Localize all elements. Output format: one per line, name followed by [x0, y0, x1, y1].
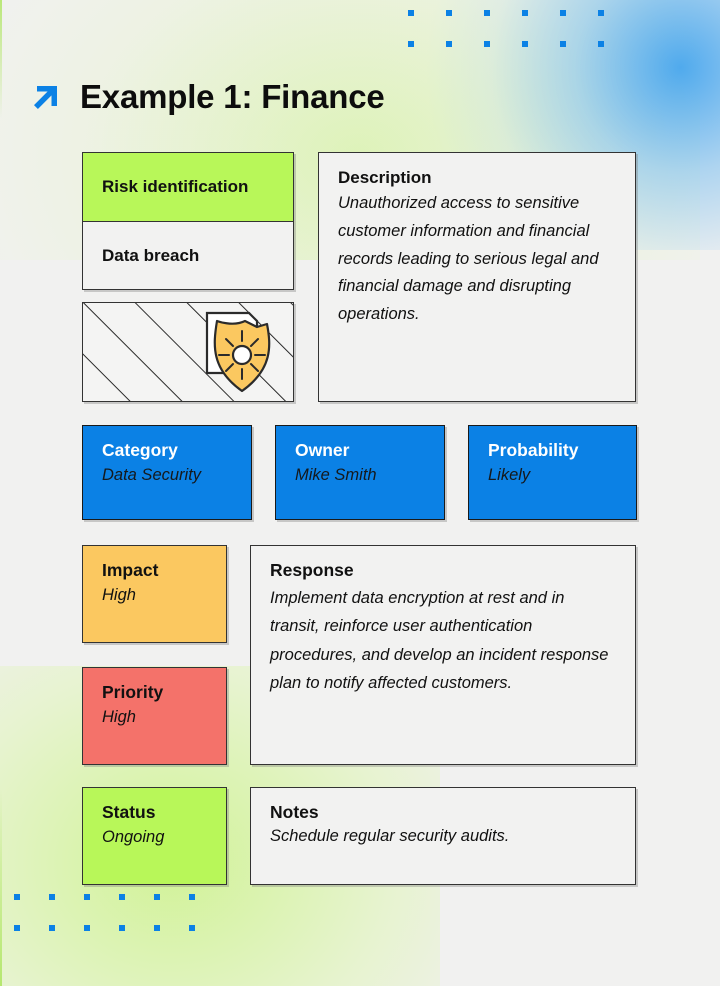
impact-value: High [102, 585, 136, 604]
status-label: Status [102, 802, 156, 822]
dot [408, 10, 414, 16]
impact-card: Impact High [82, 545, 227, 643]
dot [14, 894, 20, 900]
dot [484, 41, 490, 47]
status-card: Status Ongoing [82, 787, 227, 885]
description-label: Description [338, 168, 432, 187]
dot [14, 925, 20, 931]
attribute-card-category: Category Data Security [82, 425, 252, 520]
shield-document-security-icon [205, 311, 271, 393]
dot [189, 925, 195, 931]
dot [408, 41, 414, 47]
attribute-card-probability: Probability Likely [468, 425, 637, 520]
response-label: Response [270, 560, 354, 580]
illustration-card [82, 302, 294, 402]
dot [84, 894, 90, 900]
dot [119, 925, 125, 931]
dot [560, 10, 566, 16]
response-card: Response Implement data encryption at re… [250, 545, 636, 765]
priority-value: High [102, 707, 136, 726]
dot [49, 894, 55, 900]
dot [84, 925, 90, 931]
risk-identification-card: Risk identification Data breach [82, 152, 294, 290]
dot [119, 894, 125, 900]
notes-value: Schedule regular security audits. [270, 826, 510, 845]
dot [560, 41, 566, 47]
dot [154, 925, 160, 931]
dot [598, 10, 604, 16]
dot [522, 41, 528, 47]
dot [522, 10, 528, 16]
dot [189, 894, 195, 900]
dot-grid-top-right [408, 10, 636, 72]
description-text: Unauthorized access to sensitive custome… [338, 194, 599, 324]
attribute-value: Likely [488, 465, 531, 484]
priority-card: Priority High [82, 667, 227, 765]
notes-card: Notes Schedule regular security audits. [250, 787, 636, 885]
attribute-value: Mike Smith [295, 465, 377, 484]
dot [154, 894, 160, 900]
page-title: Example 1: Finance [80, 78, 385, 115]
notes-label: Notes [270, 802, 319, 822]
impact-label: Impact [102, 560, 159, 580]
risk-name-row: Data breach [83, 222, 293, 289]
attribute-label: Category [102, 440, 178, 460]
description-card: Description Unauthorized access to sensi… [318, 152, 636, 402]
priority-label: Priority [102, 682, 164, 702]
page-header: Example 1: Finance [28, 78, 385, 116]
dot [598, 41, 604, 47]
dot [484, 10, 490, 16]
risk-identification-label: Risk identification [102, 177, 249, 197]
dot-grid-bottom-left [14, 894, 224, 956]
dot [446, 10, 452, 16]
status-value: Ongoing [102, 827, 165, 846]
response-text: Implement data encryption at rest and in… [270, 588, 609, 693]
attribute-label: Owner [295, 440, 350, 460]
risk-name-value: Data breach [102, 245, 200, 265]
left-edge-accent [0, 0, 2, 986]
dot [49, 925, 55, 931]
attribute-card-owner: Owner Mike Smith [275, 425, 445, 520]
attribute-label: Probability [488, 440, 579, 460]
dot [446, 41, 452, 47]
attribute-value: Data Security [102, 465, 202, 484]
risk-identification-heading-row: Risk identification [83, 153, 293, 222]
arrow-up-right-icon [34, 86, 57, 109]
